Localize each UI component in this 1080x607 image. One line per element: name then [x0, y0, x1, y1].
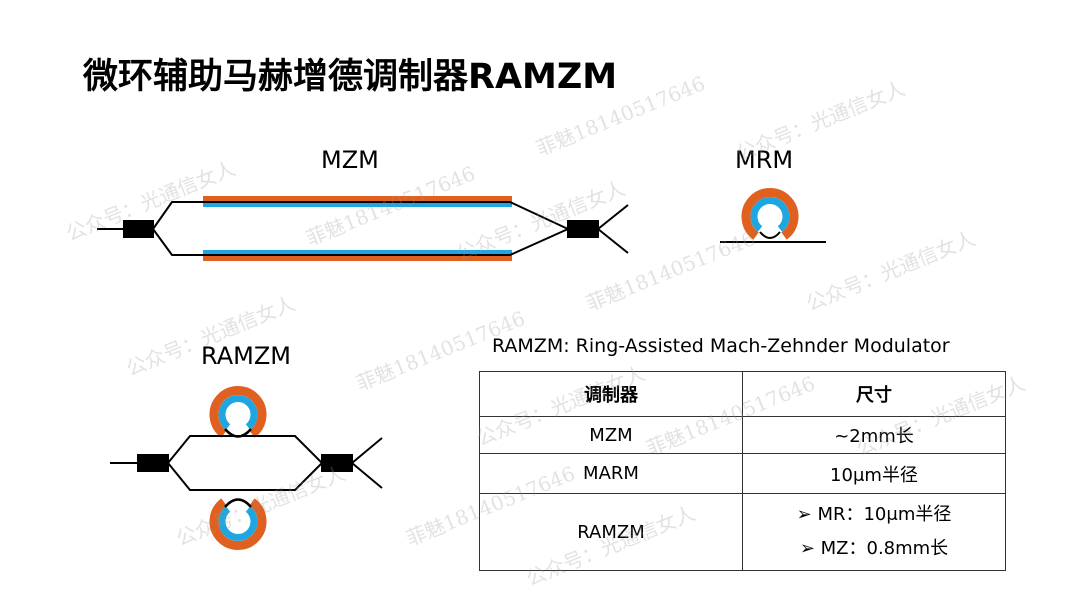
- mzm-diagram: [97, 196, 629, 261]
- cell-size: ~2mm长: [742, 416, 1006, 454]
- table-row: RAMZM ➢ MR：10μm半径 ➢ MZ：0.8mm长: [479, 493, 1006, 571]
- table-caption: RAMZM: Ring-Assisted Mach-Zehnder Modula…: [492, 335, 950, 357]
- cell-name: RAMZM: [479, 493, 743, 571]
- ramzm-diagram: [110, 391, 383, 546]
- mrm-diagram: [720, 193, 826, 243]
- table-row: MARM 10μm半径: [479, 453, 1006, 494]
- cell-size: ➢ MR：10μm半径 ➢ MZ：0.8mm长: [742, 493, 1006, 571]
- slide-title: 微环辅助马赫增德调制器RAMZM: [83, 57, 618, 97]
- header-modulator: 调制器: [479, 371, 743, 417]
- bullet-item: ➢ MZ：0.8mm长: [799, 538, 949, 559]
- mzm-label: MZM: [321, 146, 379, 174]
- cell-name: MARM: [479, 453, 743, 494]
- table-header-row: 调制器 尺寸: [479, 371, 1006, 417]
- mrm-label: MRM: [735, 146, 794, 174]
- arrow-bullet-icon: ➢: [796, 504, 818, 525]
- cell-size: 10μm半径: [742, 453, 1006, 494]
- bullet-item: ➢ MR：10μm半径: [796, 504, 952, 525]
- header-size: 尺寸: [742, 371, 1006, 417]
- cell-name: MZM: [479, 416, 743, 454]
- ramzm-label: RAMZM: [201, 342, 291, 370]
- modulator-size-table: 调制器 尺寸 MZM ~2mm长 MARM 10μm半径 RAMZM ➢ MR：…: [479, 371, 1006, 571]
- table-row: MZM ~2mm长: [479, 416, 1006, 454]
- arrow-bullet-icon: ➢: [799, 538, 821, 559]
